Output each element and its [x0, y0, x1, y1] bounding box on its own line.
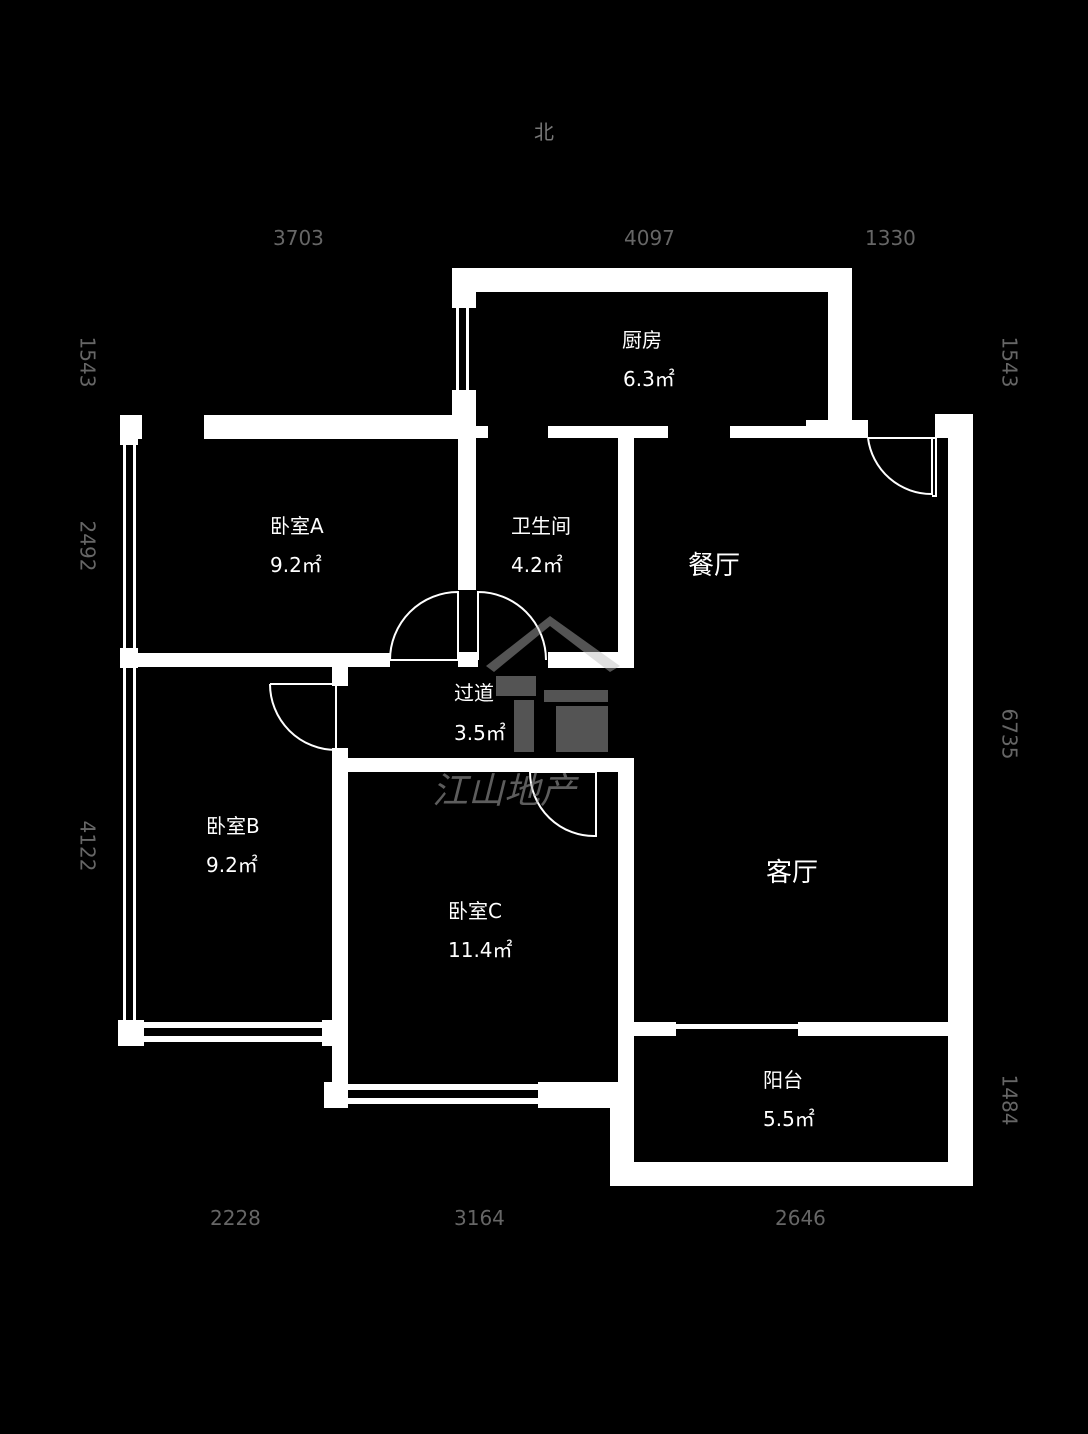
room-area-bedroom-a: 9.2㎡: [270, 553, 322, 577]
dimension-top-1: 3703: [273, 226, 324, 250]
room-area-hallway: 3.5㎡: [454, 721, 506, 745]
room-label-hallway: 过道: [454, 681, 494, 705]
dimension-bottom-2: 3164: [454, 1206, 505, 1230]
room-area-kitchen: 6.3㎡: [623, 367, 675, 391]
room-label-bedroom-a: 卧室A: [270, 514, 324, 538]
room-label-dining: 餐厅: [688, 551, 741, 581]
dimension-bottom-3: 2646: [775, 1206, 826, 1230]
dimension-left-1: 1543: [75, 336, 100, 388]
room-area-balcony: 5.5㎡: [763, 1107, 815, 1131]
room-label-living: 客厅: [766, 858, 819, 888]
walls: [118, 268, 973, 1186]
door-swings: [269, 437, 937, 838]
room-area-bathroom: 4.2㎡: [511, 553, 563, 577]
dimension-right-2: 6735: [997, 708, 1022, 760]
dimension-top-3: 1330: [865, 226, 916, 250]
dimension-left-3: 4122: [75, 820, 100, 872]
dimension-right-3: 1484: [997, 1074, 1022, 1126]
room-area-bedroom-c: 11.4㎡: [448, 938, 513, 962]
compass-north: 北: [534, 120, 554, 144]
dimension-bottom-1: 2228: [210, 1206, 261, 1230]
room-label-balcony: 阳台: [763, 1068, 803, 1092]
room-label-bedroom-b: 卧室B: [206, 814, 260, 838]
dimension-left-2: 2492: [75, 520, 100, 572]
room-label-kitchen: 厨房: [622, 328, 662, 352]
room-area-bedroom-b: 9.2㎡: [206, 853, 258, 877]
watermark-house-logo: [486, 616, 620, 752]
room-label-bedroom-c: 卧室C: [448, 899, 502, 923]
dimension-top-2: 4097: [624, 226, 675, 250]
room-label-bathroom: 卫生间: [511, 514, 571, 538]
watermark-text: 江山地产: [432, 771, 577, 812]
dimension-right-1: 1543: [997, 336, 1022, 388]
